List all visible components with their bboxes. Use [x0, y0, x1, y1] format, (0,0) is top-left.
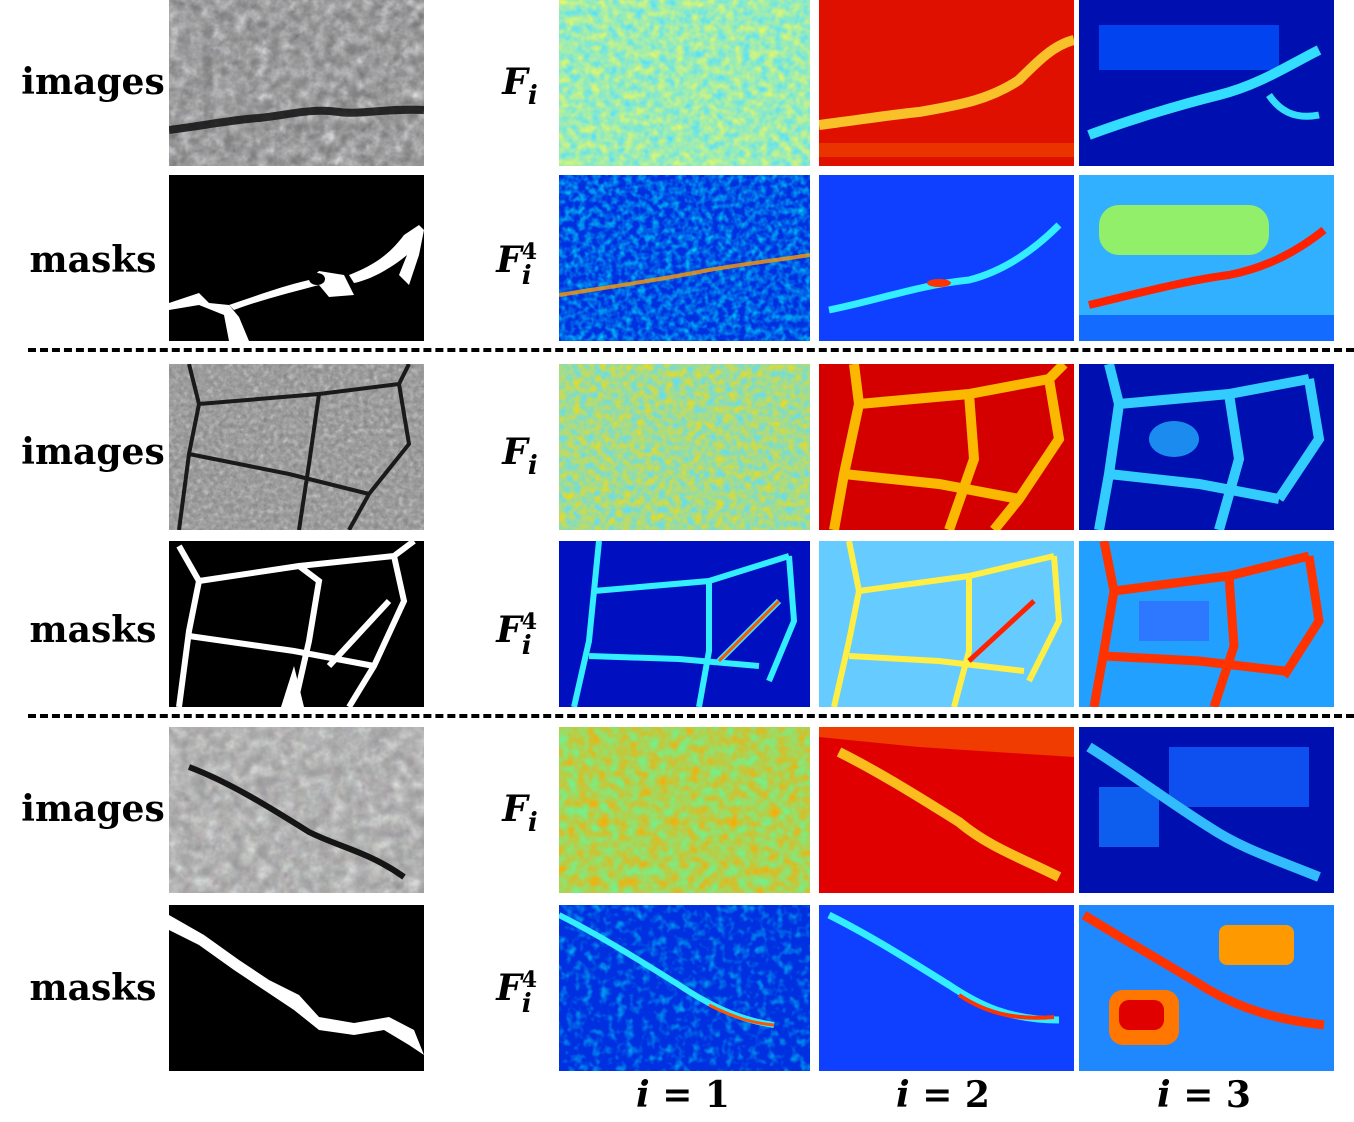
heatmap-F4-g3-i2 — [819, 905, 1074, 1071]
column-label-3: i = 3 — [1157, 1074, 1251, 1116]
row-label-images-2: images — [21, 431, 165, 473]
feature-label-F-2: Fi — [502, 431, 538, 481]
crack-mask-1 — [169, 175, 424, 341]
heatmap-F-g2-i2 — [819, 364, 1074, 530]
crack-image-2 — [169, 364, 424, 530]
feature-label-F-3: Fi — [502, 788, 538, 838]
heatmap-F-g1-i3 — [1079, 0, 1334, 166]
crack-image-1 — [169, 0, 424, 166]
crack-image-3 — [169, 727, 424, 893]
group-divider-2 — [28, 714, 1354, 718]
column-label-2: i = 2 — [896, 1074, 990, 1116]
row-label-images-3: images — [21, 788, 165, 830]
feature-label-F-1: Fi — [502, 61, 538, 111]
row-label-masks-3: masks — [29, 967, 157, 1009]
heatmap-F4-g3-i1 — [559, 905, 810, 1071]
heatmap-F-g2-i3 — [1079, 364, 1334, 530]
heatmap-F4-g2-i2 — [819, 541, 1074, 707]
heatmap-F4-g3-i3 — [1079, 905, 1334, 1071]
heatmap-F-g1-i2 — [819, 0, 1074, 166]
crack-mask-2 — [169, 541, 424, 707]
column-label-1: i = 1 — [636, 1074, 730, 1116]
heatmap-F4-g2-i3 — [1079, 541, 1334, 707]
heatmap-F4-g1-i1 — [559, 175, 810, 341]
heatmap-F-g2-i1 — [559, 364, 810, 530]
heatmap-F4-g1-i2 — [819, 175, 1074, 341]
heatmap-F4-g1-i3 — [1079, 175, 1334, 341]
crack-mask-3 — [169, 905, 424, 1071]
heatmap-F-g1-i1 — [559, 0, 810, 166]
heatmap-F-g3-i2 — [819, 727, 1074, 893]
heatmap-F-g3-i3 — [1079, 727, 1334, 893]
row-label-masks-1: masks — [29, 239, 157, 281]
row-label-masks-2: masks — [29, 609, 157, 651]
row-label-images-1: images — [21, 61, 165, 103]
heatmap-F4-g2-i1 — [559, 541, 810, 707]
heatmap-F-g3-i1 — [559, 727, 810, 893]
group-divider-1 — [28, 348, 1354, 352]
